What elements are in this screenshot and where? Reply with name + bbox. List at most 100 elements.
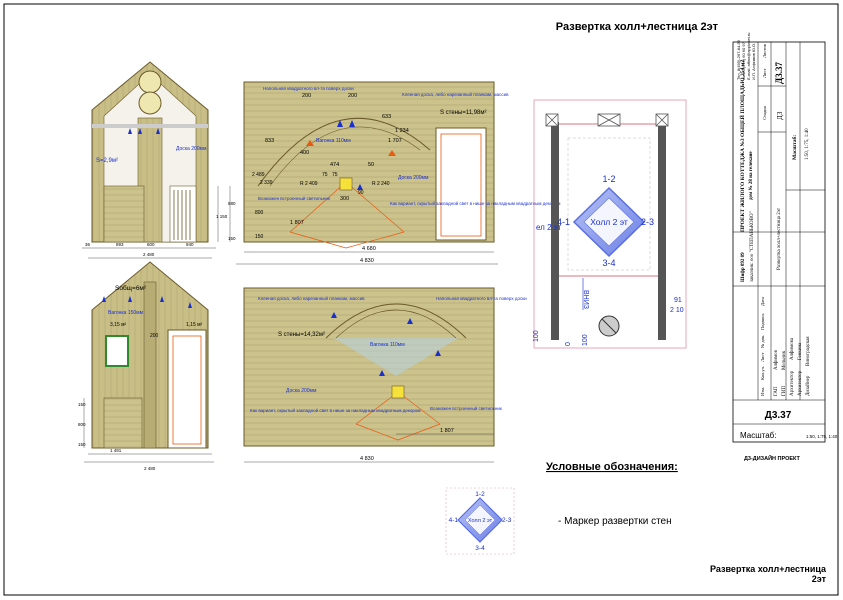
sheet-title-bottom-2: 2эт xyxy=(812,574,827,584)
stamp-customer: заказчик: ооо "СТЕПАНЬКОВО" xyxy=(750,211,755,282)
svg-text:2-3: 2-3 xyxy=(641,217,654,227)
stamp-code: Шифр 092 09 xyxy=(741,252,746,282)
elev4-note-tl: Клееная доска, либо нарезанный планкам, … xyxy=(258,295,365,301)
svg-text:R 2 240: R 2 240 xyxy=(372,181,390,187)
elev3-vagonka: Вагонка 150мм xyxy=(108,310,144,316)
svg-text:Архитектор: Архитектор xyxy=(790,370,795,396)
svg-text:1 150: 1 150 xyxy=(216,214,228,219)
svg-text:3,15 м²: 3,15 м² xyxy=(110,322,127,328)
elev4-note-br: Возможен встроенный светильник xyxy=(430,405,502,411)
stamp-sheet-no: Д3.37 xyxy=(774,62,784,84)
svg-text:4-1: 4-1 xyxy=(557,217,570,227)
elev2-note-tr: Клееная доска, либо нарезанный планкам, … xyxy=(402,91,509,97)
svg-text:1-2: 1-2 xyxy=(602,174,615,184)
svg-text:Виноградская: Виноградская xyxy=(806,336,811,366)
legend: Условные обозначения: 1-2 4-1 2-3 3-4 Хо… xyxy=(445,461,678,555)
svg-text:Дизайнер: Дизайнер xyxy=(806,375,811,396)
svg-text:2 339: 2 339 xyxy=(260,180,273,186)
elev4-note-bl: Как вариант, скрытый закладной свет в ни… xyxy=(250,407,420,413)
svg-text:2 480: 2 480 xyxy=(143,252,155,257)
svg-text:3-4: 3-4 xyxy=(475,545,485,552)
svg-text:800: 800 xyxy=(78,422,86,427)
svg-text:R 2 409: R 2 409 xyxy=(300,181,318,187)
svg-text:200: 200 xyxy=(348,93,357,99)
svg-text:1 807: 1 807 xyxy=(440,428,454,434)
svg-text:90: 90 xyxy=(358,190,364,196)
svg-text:И.П. Алфимов Ю.О.: И.П. Алфимов Ю.О. xyxy=(751,43,756,80)
elev4-note-tr: Напольная квадратного вл-та поверх доски xyxy=(436,296,527,301)
svg-text:200: 200 xyxy=(150,333,159,339)
elev1-area: S=2,9м² xyxy=(96,158,118,164)
svg-text:Архитектор: Архитектор xyxy=(798,370,803,396)
svg-text:600: 600 xyxy=(147,242,155,247)
elev2-note-tl: Напольная квадратного вл-та поверх доски xyxy=(263,86,354,91)
svg-text:Тел. 8(495)-267-84-56: Тел. 8(495)-267-84-56 xyxy=(736,39,741,80)
svg-text:75: 75 xyxy=(332,172,338,178)
svg-text:50: 50 xyxy=(368,162,374,168)
svg-text:E-mail: affino@applonet.ru: E-mail: affino@applonet.ru xyxy=(746,33,751,80)
svg-text:Мельник: Мельник xyxy=(782,350,787,370)
svg-text:1 491: 1 491 xyxy=(110,448,122,453)
stamp-big-code: Д3.37 xyxy=(765,410,792,421)
svg-text:4 830: 4 830 xyxy=(360,456,374,462)
svg-text:Масштаб:: Масштаб: xyxy=(740,431,776,440)
svg-text:800: 800 xyxy=(255,210,264,216)
svg-text:1-2: 1-2 xyxy=(475,491,485,498)
svg-text:893: 893 xyxy=(116,242,124,247)
svg-text:100: 100 xyxy=(533,330,540,342)
svg-text:Дата: Дата xyxy=(760,297,765,306)
svg-text:150: 150 xyxy=(255,234,264,240)
svg-text:150: 150 xyxy=(228,236,236,241)
svg-text:100: 100 xyxy=(582,334,589,346)
svg-text:Холл 2 эт: Холл 2 эт xyxy=(468,518,493,524)
svg-text:www.8(916) 60 60 97: www.8(916) 60 60 97 xyxy=(741,41,746,80)
title-block: ПРОЕКТ ЖИЛОГО КОТТЕДЖА №3 ОБЩЕЙ ПЛОЩАДЬЮ… xyxy=(732,33,838,462)
elev2-doska: Доска 200мм xyxy=(398,175,429,181)
elev4-area: S стены=14,32м² xyxy=(278,332,325,338)
blue-arrow-markers xyxy=(128,128,160,134)
svg-text:1:50, 1:75, 1:40: 1:50, 1:75, 1:40 xyxy=(806,434,838,439)
svg-text:ВНИЗ: ВНИЗ xyxy=(582,290,589,309)
svg-text:ГИП: ГИП xyxy=(782,385,787,396)
svg-text:940: 940 xyxy=(186,242,194,247)
stamp-company: Д3-ДИЗАЙН ПРОЕКТ xyxy=(744,454,801,462)
svg-text:200: 200 xyxy=(302,93,311,99)
svg-text:2 480: 2 480 xyxy=(144,466,156,471)
svg-text:1:50, 1:75, 1:40: 1:50, 1:75, 1:40 xyxy=(805,128,810,160)
svg-text:Масштаб:: Масштаб: xyxy=(791,135,798,160)
elevation-2: Напольная квадратного вл-та поверх доски… xyxy=(236,81,560,265)
elev1-board: Доска 200мм xyxy=(176,146,207,152)
elev2-note-bl: Возможен встроенный светильник xyxy=(258,195,330,201)
plan-elevation-marker: 1-2 4-1 2-3 3-4 Холл 2 эт xyxy=(557,174,654,268)
svg-text:Листов: Листов xyxy=(762,44,767,58)
svg-text:91: 91 xyxy=(674,297,682,304)
svg-text:Холл 2 эт: Холл 2 эт xyxy=(590,217,628,227)
legend-heading: Условные обозначения: xyxy=(546,461,678,473)
elev4-doska: Доска 200мм xyxy=(286,388,317,394)
svg-text:Стадия: Стадия xyxy=(762,106,767,120)
svg-text:1 807: 1 807 xyxy=(290,220,304,226)
svg-text:150: 150 xyxy=(78,402,86,407)
svg-text:75: 75 xyxy=(322,172,328,178)
svg-text:150: 150 xyxy=(78,442,86,447)
stamp-sheet-name: Развертка холл+лестница 2эт xyxy=(777,207,782,270)
elevation-4: Клееная доска, либо нарезанный планкам, … xyxy=(243,287,527,463)
svg-text:300: 300 xyxy=(340,196,349,202)
svg-text:4 830: 4 830 xyxy=(360,258,374,264)
svg-text:ГАП: ГАП xyxy=(774,386,779,396)
svg-text:Лист: Лист xyxy=(760,353,765,362)
sheet-title-bottom-1: Развертка холл+лестница xyxy=(710,564,827,574)
elev2-vagonka: Вагонка 110мм xyxy=(316,138,351,144)
svg-text:2 10: 2 10 xyxy=(670,307,684,314)
svg-text:2 489: 2 489 xyxy=(252,172,265,178)
stamp-project: ПРОЕКТ ЖИЛОГО КОТТЕДЖА №3 ОБЩЕЙ ПЛОЩАДЬЮ… xyxy=(738,60,746,232)
svg-text:474: 474 xyxy=(330,162,339,168)
svg-text:1 234: 1 234 xyxy=(395,128,409,134)
elev4-vagonka: Вагонка 110мм xyxy=(370,342,405,348)
svg-text:2-3: 2-3 xyxy=(502,517,512,524)
svg-text:4 680: 4 680 xyxy=(362,246,376,252)
svg-text:ДЗ: ДЗ xyxy=(776,111,784,120)
elevation-3: Sобщ=6м² Вагонка 150мм 3,15 м² 1,15 м² 2… xyxy=(78,261,214,471)
svg-text:Кол.уч.: Кол.уч. xyxy=(760,366,765,380)
